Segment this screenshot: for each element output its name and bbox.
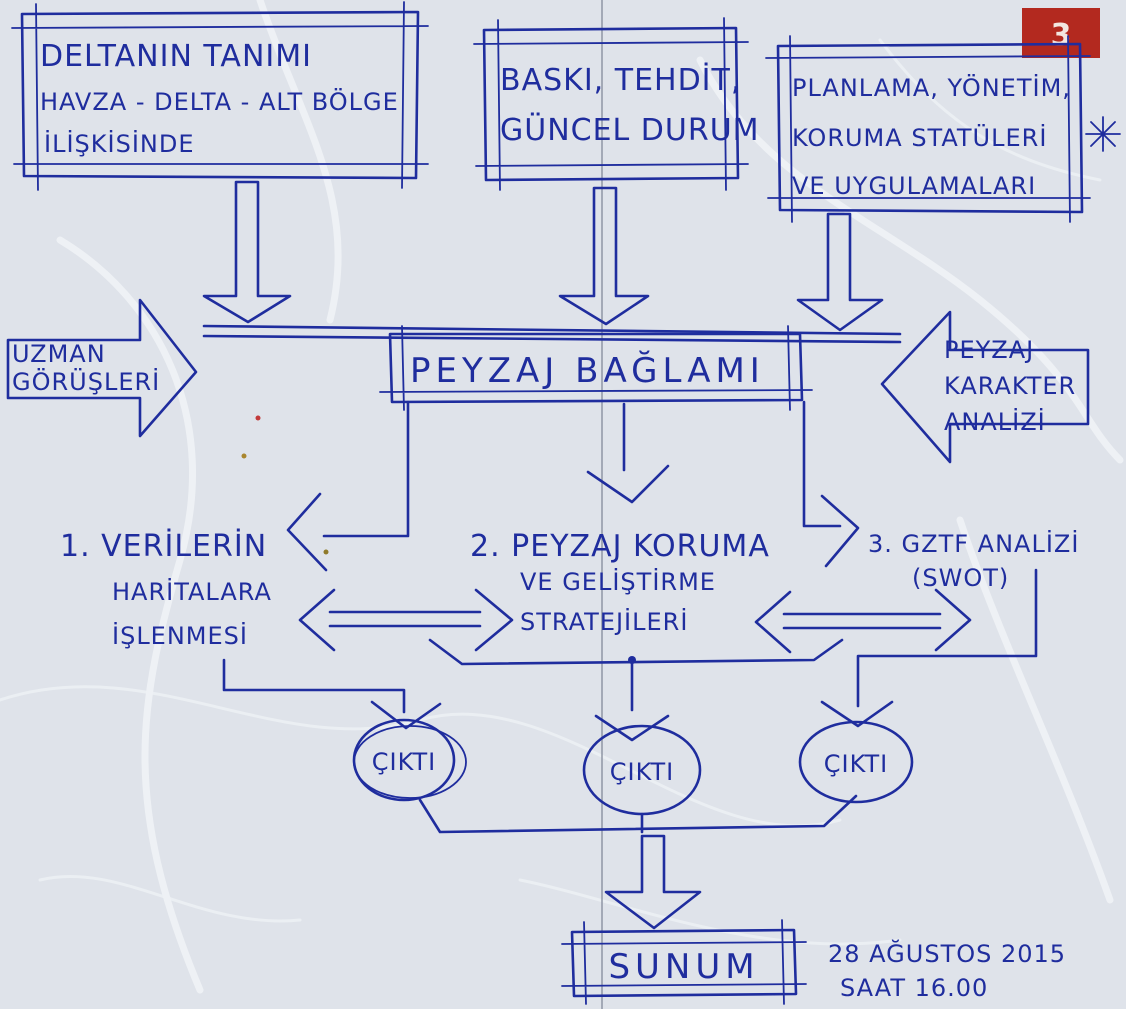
step1-line-2: HARİTALARA <box>112 577 272 606</box>
delta-definition-line-3: İLİŞKİSİNDE <box>44 129 195 158</box>
double-arrow-1-2-left-head <box>298 588 336 652</box>
olive-speck <box>323 549 329 555</box>
step2-line-3: STRATEJİLERİ <box>520 607 688 636</box>
double-arrow-2-3-shaft <box>782 612 942 630</box>
output-1: ÇIKTI <box>352 718 467 802</box>
arrow-down-1 <box>202 180 292 324</box>
yellow-speck <box>241 453 247 459</box>
connector-outputs-merge <box>418 794 858 834</box>
delta-definition-line-1: DELTANIN TANIMI <box>40 39 312 74</box>
arrowhead-output-2 <box>594 714 670 742</box>
step-3: 3. GZTF ANALİZİ (SWOT) <box>868 529 1079 592</box>
arrowhead-to-step1 <box>286 492 328 572</box>
center-to-steps-connectors <box>286 400 860 572</box>
delta-definition-line-2: HAVZA - DELTA - ALT BÖLGE <box>40 87 399 116</box>
step2-line-1: 2. PEYZAJ KORUMA <box>470 529 770 564</box>
badge-background <box>1022 8 1100 58</box>
step3-line-2: (SWOT) <box>912 564 1009 592</box>
connector-step3-output <box>856 568 1038 708</box>
connector-step1-output <box>222 658 406 714</box>
character-analysis-line-2: KARAKTER <box>944 372 1076 400</box>
collector-line <box>202 324 902 344</box>
arrowhead-to-step3 <box>820 494 860 568</box>
output-1-label: ÇIKTI <box>372 748 436 776</box>
page-number-badge: 3 <box>1022 8 1100 58</box>
double-arrow-1-2-right-head <box>474 588 514 652</box>
character-analysis-line-3: ANALİZİ <box>944 407 1046 436</box>
character-analysis-arrow: PEYZAJ KARAKTER ANALİZİ <box>880 310 1090 464</box>
arrow-down-3 <box>796 212 884 332</box>
step1-line-3: İŞLENMESİ <box>112 621 248 650</box>
connector-step-merge <box>428 638 844 666</box>
box-planning: PLANLAMA, YÖNETİM, KORUMA STATÜLERİ VE U… <box>765 35 1121 223</box>
output-3: ÇIKTI <box>798 720 914 804</box>
step1-line-1: 1. VERİLERİN <box>60 528 267 564</box>
character-analysis-line-1: PEYZAJ <box>944 336 1034 364</box>
planning-line-3: VE UYGULAMALARI <box>792 172 1036 200</box>
final-label: SUNUM <box>608 947 759 987</box>
time-text: SAAT 16.00 <box>840 974 988 1002</box>
expert-opinions-line-2: GÖRÜŞLERİ <box>12 367 160 396</box>
box-delta-definition: DELTANIN TANIMI HAVZA - DELTA - ALT BÖLG… <box>11 1 429 191</box>
red-speck <box>255 415 261 421</box>
arrow-down-to-final <box>604 834 702 930</box>
step3-line-1: 3. GZTF ANALİZİ <box>868 529 1079 558</box>
expert-opinions-line-1: UZMAN <box>12 340 106 368</box>
output-2-label: ÇIKTI <box>610 758 674 786</box>
step-interaction-arrows <box>298 588 972 654</box>
threats-line-1: BASKI, TEHDİT, <box>500 62 741 98</box>
step2-line-2: VE GELİŞTİRME <box>520 567 716 596</box>
date-note: 28 AĞUSTOS 2015 SAAT 16.00 <box>828 938 1066 1002</box>
steps-to-outputs-connectors <box>222 568 1038 742</box>
output-3-label: ÇIKTI <box>824 750 888 778</box>
arrowhead-to-step2 <box>586 464 670 504</box>
planning-line-2: KORUMA STATÜLERİ <box>792 123 1047 152</box>
double-arrow-2-3-left-head <box>754 590 792 654</box>
step-1: 1. VERİLERİN HARİTALARA İŞLENMESİ <box>60 528 272 650</box>
asterisk-icon <box>1085 116 1121 152</box>
planning-line-1: PLANLAMA, YÖNETİM, <box>792 73 1071 102</box>
box-threats: BASKI, TEHDİT, GÜNCEL DURUM <box>473 17 760 191</box>
arrow-down-2 <box>558 186 650 326</box>
landscape-context-label: PEYZAJ BAĞLAMI <box>410 350 765 391</box>
double-arrow-1-2-shaft <box>328 610 482 628</box>
landscape-context-box: PEYZAJ BAĞLAMI <box>379 325 813 411</box>
expert-opinions-arrow: UZMAN GÖRÜŞLERİ <box>6 298 198 438</box>
connector-to-step1 <box>322 400 410 538</box>
arrowhead-output-1 <box>370 700 442 730</box>
final-presentation-box: SUNUM <box>561 919 807 1005</box>
threats-line-2: GÜNCEL DURUM <box>500 112 760 148</box>
connector-to-step3 <box>802 400 842 528</box>
outputs-to-final-connectors <box>418 794 858 930</box>
arrowhead-output-3 <box>820 700 894 728</box>
step-2: 2. PEYZAJ KORUMA VE GELİŞTİRME STRATEJİL… <box>470 529 770 636</box>
date-text: 28 AĞUSTOS 2015 <box>828 938 1066 968</box>
double-arrow-2-3-right-head <box>934 588 972 652</box>
arrows-from-top-boxes <box>202 180 884 332</box>
